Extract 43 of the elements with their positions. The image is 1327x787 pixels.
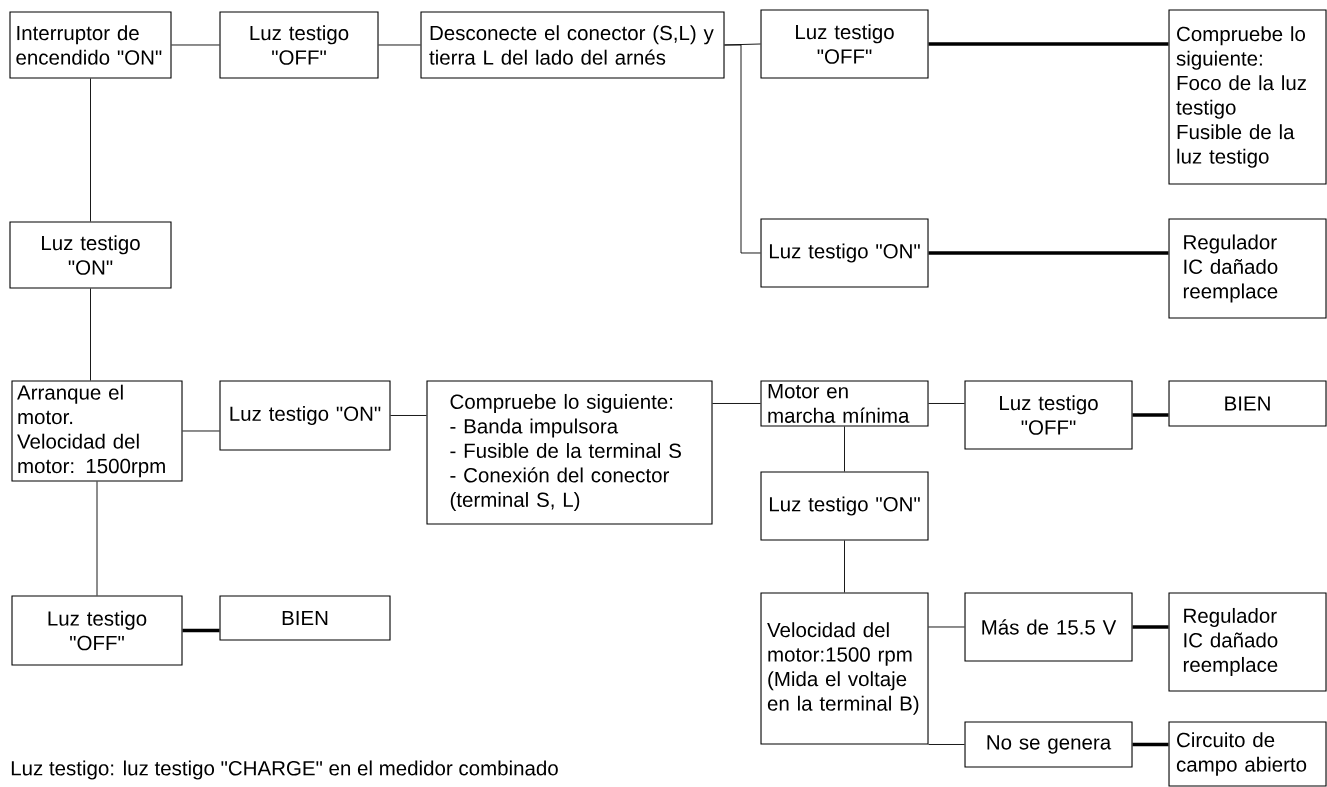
connector-line [182,430,220,432]
step-box: Regulador IC dañado reemplace [1168,592,1327,692]
connector-line [928,744,965,745]
connector-line [96,481,98,596]
step-box: Luz testigo "OFF" [760,9,929,79]
step-box: Compruebe lo siguiente: - Banda impulsora - Fusible de la terminal S - Conexión del conector (terminal S, L) [426,380,713,525]
connector-line [90,78,91,222]
step-box: Luz testigo "ON" [760,218,929,288]
connector-line [1132,413,1169,417]
connector-line [378,44,421,46]
step-box: Más de 15.5 V [964,592,1133,662]
step-box: Velocidad del motor:1500 rpm (Mida el voltaje en la terminal B) [760,592,929,745]
connector-line [1132,625,1169,629]
connector-line [712,403,761,404]
connector-line [171,44,220,46]
connector-line [844,540,845,593]
connector-line [90,288,91,381]
step-box: Luz testigo "ON" [219,380,391,451]
connector-line [844,426,845,472]
connector-line [928,626,965,628]
step-box: Luz testigo "OFF" [964,380,1133,450]
connector-line [724,44,761,254]
connector-line [182,628,220,633]
step-box: Luz testigo "OFF" [11,595,183,666]
step-box: Regulador IC dañado reemplace [1168,218,1327,319]
connector-line [1132,742,1169,747]
step-box: Compruebe lo siguiente: Foco de la luz testigo Fusible de la luz testigo [1168,9,1327,185]
connector-line [928,403,965,404]
step-box: Luz testigo "ON" [9,221,172,289]
step-box: Luz testigo "OFF" [219,11,379,79]
step-box: Motor en marcha mínima [760,380,929,427]
step-box: Desconecte el conector (S,L) y tierra L del lado del arnés [420,11,725,79]
step-box: Luz testigo "ON" [760,471,929,541]
step-box: No se genera [964,721,1133,768]
step-box: Circuito de campo abierto [1168,721,1327,787]
step-box: Interruptor de encendido "ON" [9,11,172,79]
step-box: Arranque el motor. Velocidad del motor: 1500rpm [11,380,183,482]
footnote: Luz testigo: luz testigo "CHARGE" en el medidor combinado [11,760,558,780]
connector-line [928,42,1169,46]
connector-line [928,251,1169,255]
step-box: BIEN [219,595,391,641]
step-box: BIEN [1168,380,1327,427]
connector-line [390,415,427,416]
